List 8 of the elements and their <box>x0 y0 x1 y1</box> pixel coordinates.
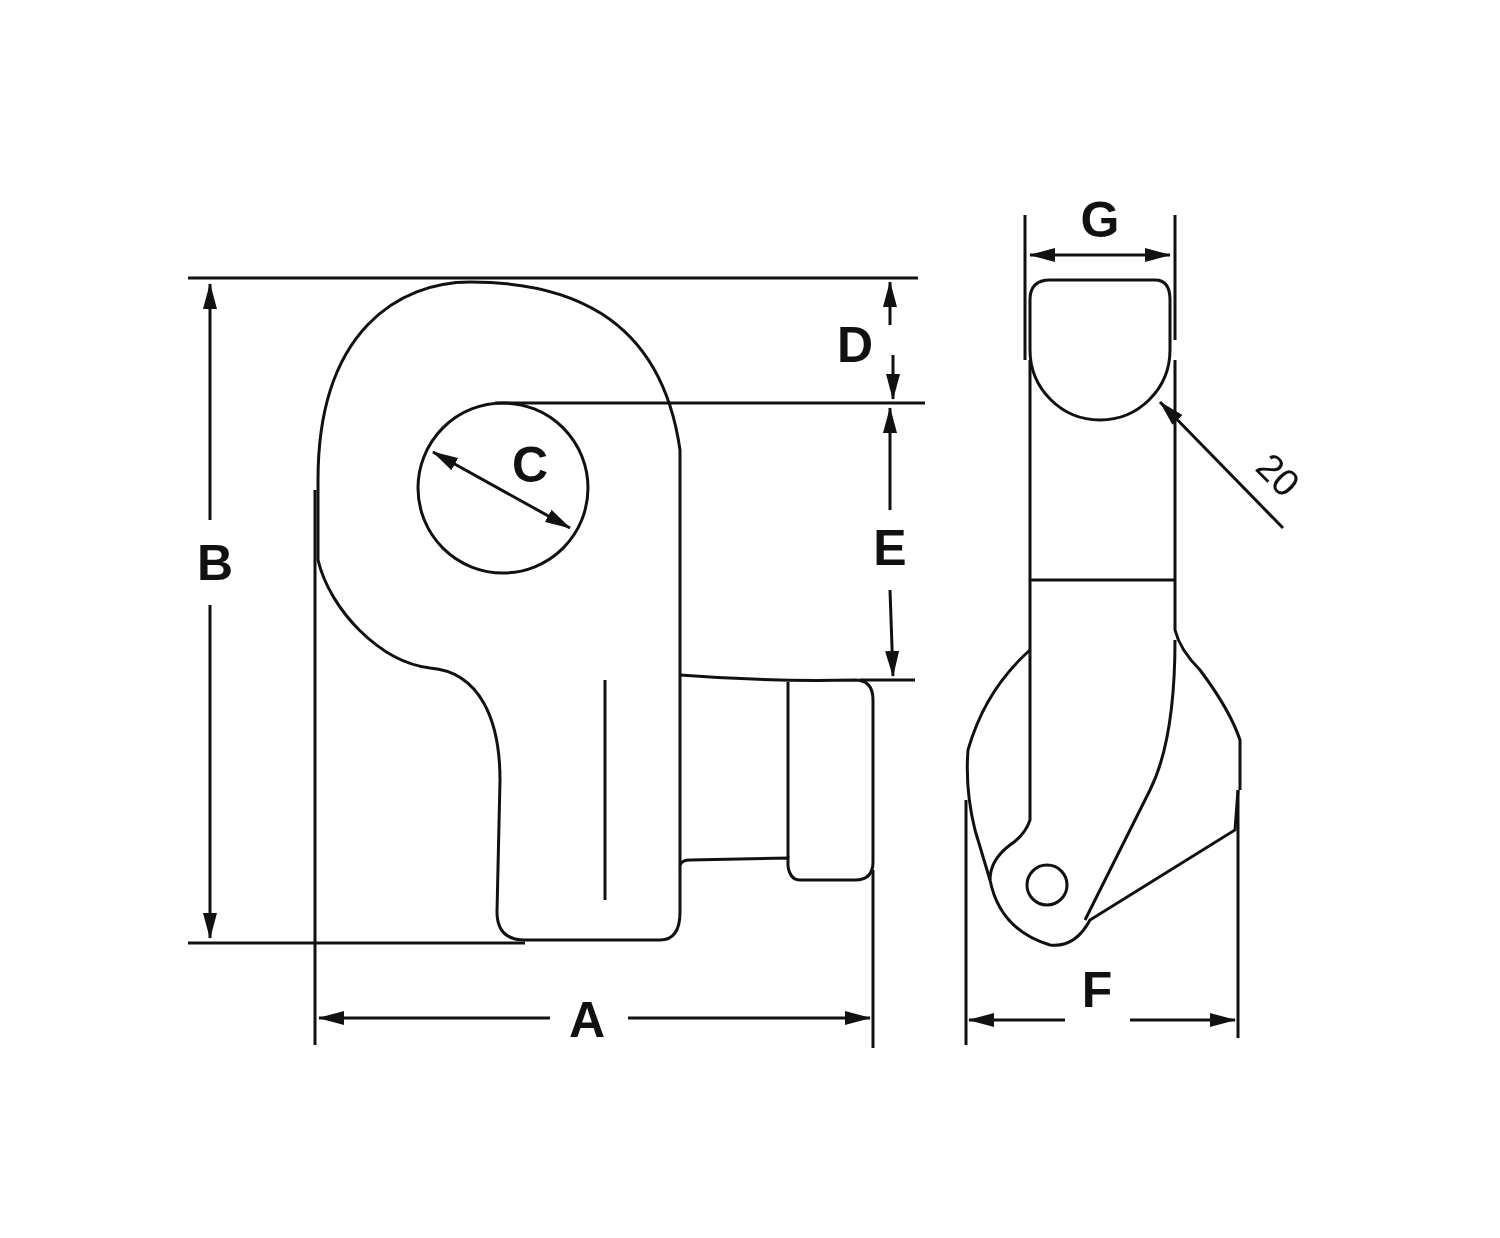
dimension-label: A <box>568 995 606 1045</box>
dimension-label: D <box>836 320 874 370</box>
dimension-label: B <box>196 538 234 588</box>
dimension-label: C <box>511 440 549 490</box>
dimension-label: E <box>873 523 907 573</box>
dimension-label: 20 <box>1249 446 1307 504</box>
dimension-label: F <box>1081 965 1113 1015</box>
dimension-label: G <box>1080 195 1120 245</box>
